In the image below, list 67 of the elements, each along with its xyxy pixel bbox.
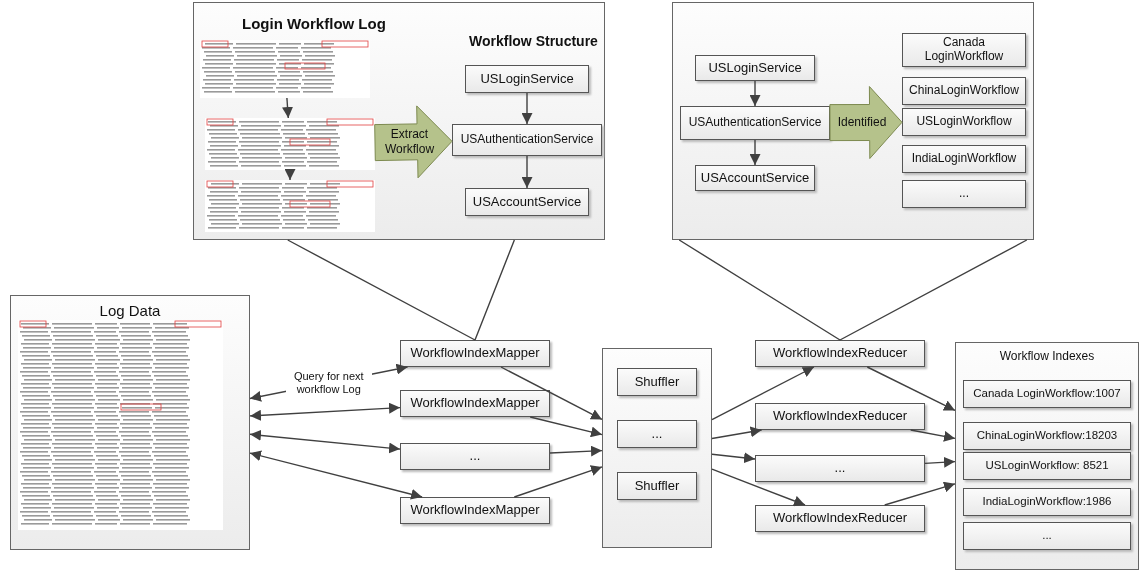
- process-box: IndiaLoginWorkflow:1986: [963, 488, 1131, 516]
- connector-line: [678, 239, 1028, 341]
- arrow: [249, 402, 401, 421]
- arrow: [711, 468, 806, 507]
- process-box: WorkflowIndexMapper: [400, 390, 550, 417]
- arrow: [924, 456, 956, 468]
- panel: [602, 348, 712, 548]
- process-box: ChinaLoginWorkflow: [902, 77, 1026, 105]
- process-box: USLoginService: [695, 55, 815, 81]
- process-box: ChinaLoginWorkflow:18203: [963, 422, 1131, 450]
- process-box: WorkflowIndexMapper: [400, 340, 550, 367]
- arrow: [910, 429, 956, 442]
- arrow: [749, 139, 761, 166]
- arrow: [521, 92, 533, 125]
- panel-title: Workflow Structure: [469, 33, 598, 49]
- panel-title: Login Workflow Log: [242, 15, 386, 32]
- arrow: [500, 366, 603, 421]
- panel: [10, 295, 250, 550]
- process-box: WorkflowIndexReducer: [755, 505, 925, 532]
- block-arrow: [374, 105, 453, 179]
- log-text-picture: [18, 320, 223, 530]
- process-box: Shuffler: [617, 368, 697, 396]
- process-box: WorkflowIndexReducer: [755, 403, 925, 430]
- connector-line: [287, 239, 516, 341]
- process-box: WorkflowIndexReducer: [755, 340, 925, 367]
- edge-label: Identified: [836, 115, 888, 130]
- arrow: [711, 366, 815, 421]
- arrow: [249, 429, 401, 454]
- arrow: [529, 416, 603, 438]
- process-box: ...: [963, 522, 1131, 550]
- process-box: USLoginWorkflow: 8521: [963, 452, 1131, 480]
- log-text-picture: [205, 180, 375, 232]
- panel-title: Workflow Indexes: [998, 349, 1096, 363]
- process-box: IndiaLoginWorkflow: [902, 145, 1026, 173]
- log-text-picture: [200, 40, 370, 98]
- process-box: ...: [755, 455, 925, 482]
- arrow: [249, 450, 423, 500]
- process-box: USAuthenticationService: [680, 106, 830, 140]
- log-text-picture: [205, 118, 375, 170]
- process-box: Canada LoginWorkflow:1007: [963, 380, 1131, 408]
- process-box: USAccountService: [695, 165, 815, 191]
- process-box: USAuthenticationService: [452, 124, 602, 156]
- process-box: ...: [400, 443, 550, 470]
- process-box: USLoginService: [465, 65, 589, 93]
- arrow: [521, 155, 533, 189]
- process-box: WorkflowIndexMapper: [400, 497, 550, 524]
- panel-title: Log Data: [98, 302, 162, 319]
- arrow: [284, 169, 296, 181]
- arrow: [513, 465, 603, 498]
- panel: [672, 2, 1034, 240]
- edge-label: Extract Workflow: [383, 127, 436, 157]
- panel: [955, 342, 1139, 570]
- process-box: ...: [902, 180, 1026, 208]
- process-box: ...: [617, 420, 697, 448]
- arrow: [866, 366, 956, 412]
- panel: [193, 2, 605, 240]
- process-box: Canada LoginWorkflow: [902, 33, 1026, 67]
- process-box: USAccountService: [465, 188, 589, 216]
- process-box: Shuffler: [617, 472, 697, 500]
- arrow: [711, 452, 756, 464]
- block-arrow: [829, 86, 903, 159]
- arrow: [282, 97, 293, 119]
- arrow: [749, 80, 761, 107]
- arrow: [549, 445, 603, 457]
- arrow: [711, 426, 763, 440]
- process-box: USLoginWorkflow: [902, 108, 1026, 136]
- arrow: [884, 481, 956, 506]
